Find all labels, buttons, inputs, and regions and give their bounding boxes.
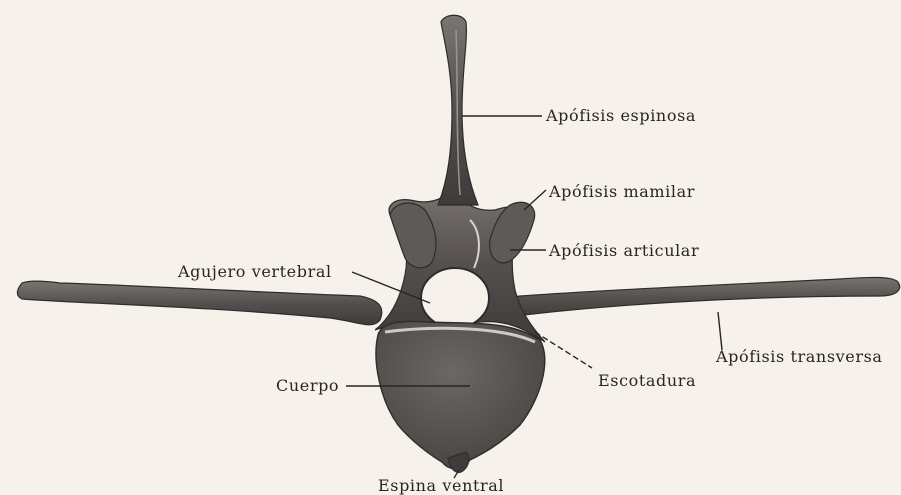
label-apofisis-articular: Apófisis articular	[549, 242, 699, 260]
leader-mamilar	[524, 190, 546, 210]
label-agujero-vertebral: Agujero vertebral	[178, 263, 332, 281]
transverse-process-left	[17, 281, 381, 325]
vertebral-body	[376, 321, 545, 468]
leader-transversa	[718, 312, 722, 350]
label-apofisis-espinosa: Apófisis espinosa	[546, 107, 696, 125]
transverse-process-right	[499, 277, 900, 318]
vertebral-foramen	[421, 268, 489, 328]
label-escotadura: Escotadura	[598, 372, 696, 390]
label-cuerpo: Cuerpo	[276, 377, 339, 395]
label-apofisis-mamilar: Apófisis mamilar	[549, 183, 695, 201]
label-apofisis-transversa: Apófisis transversa	[716, 348, 883, 366]
label-espina-ventral: Espina ventral	[378, 477, 504, 495]
